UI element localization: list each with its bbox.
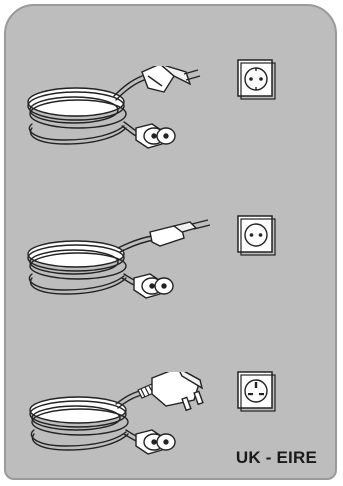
- uk-socket-icon: [236, 370, 276, 412]
- schuko-socket-icon: [236, 58, 276, 100]
- uk-cord-icon: [16, 372, 216, 464]
- euro-cord-icon: [14, 218, 214, 308]
- schuko-cord-icon: [14, 66, 204, 156]
- power-cords-panel: UK - EIRE: [4, 4, 337, 480]
- euro-socket-icon: [236, 214, 276, 256]
- region-label: UK - EIRE: [236, 448, 317, 468]
